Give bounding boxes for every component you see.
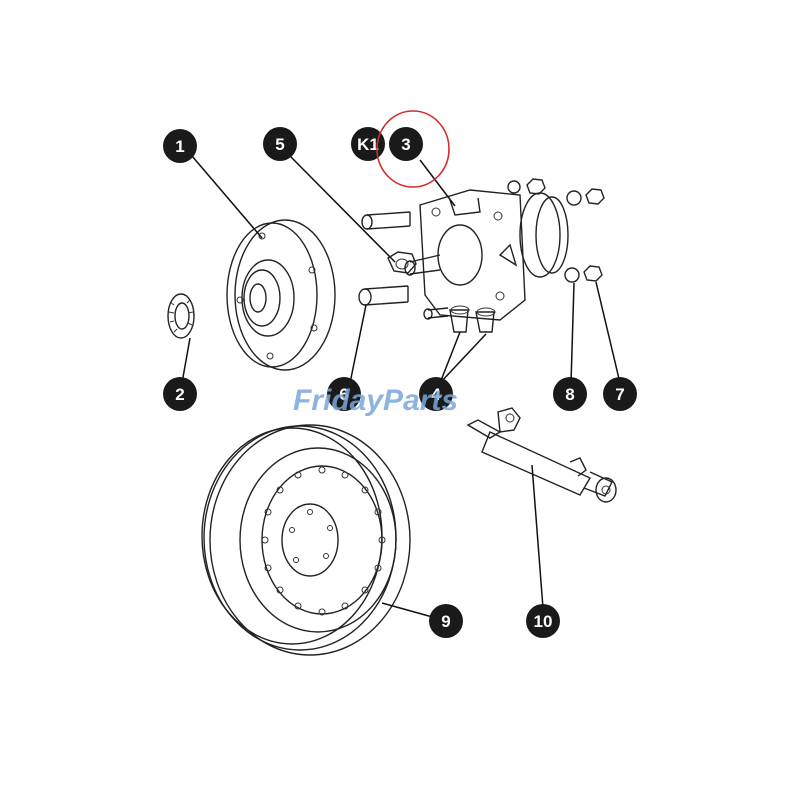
callout-1: 1 — [163, 129, 197, 163]
part-lock-washer — [167, 293, 195, 339]
highlight-ring — [376, 110, 450, 188]
callout-3: 3 — [389, 127, 423, 161]
part-nuts-washers — [507, 178, 605, 283]
watermark-logo: FridayParts — [293, 384, 458, 417]
wheel-bolt-holes — [261, 466, 386, 616]
callout-label-5: 5 — [275, 135, 284, 154]
callout-label-6: 6 — [339, 385, 348, 404]
part-bolts — [358, 211, 417, 306]
callout-label-2: 2 — [175, 385, 184, 404]
callout-10: 10 — [526, 604, 560, 638]
part-flange-hub — [226, 219, 336, 371]
callout-8: 8 — [553, 377, 587, 411]
callout-9: 9 — [429, 604, 463, 638]
callout-5: 5 — [263, 127, 297, 161]
part-hydraulic-motor — [404, 189, 569, 333]
leader-lines — [181, 155, 621, 619]
part-wheel — [201, 424, 411, 656]
callout-label-7: 7 — [615, 385, 624, 404]
callout-label-8: 8 — [565, 385, 574, 404]
callout-label-10: 10 — [534, 612, 553, 631]
part-hydraulic-cylinder — [466, 407, 617, 503]
callout-label-4: 4 — [431, 385, 441, 404]
callout-4: 4 — [419, 377, 453, 411]
callout-6: 6 — [327, 377, 361, 411]
callout-label-1: 1 — [175, 137, 184, 156]
callout-7: 7 — [603, 377, 637, 411]
callout-label-9: 9 — [441, 612, 450, 631]
callout-label-3: 3 — [401, 135, 410, 154]
callout-label-k1: K1 — [357, 135, 379, 154]
callout-2: 2 — [163, 377, 197, 411]
